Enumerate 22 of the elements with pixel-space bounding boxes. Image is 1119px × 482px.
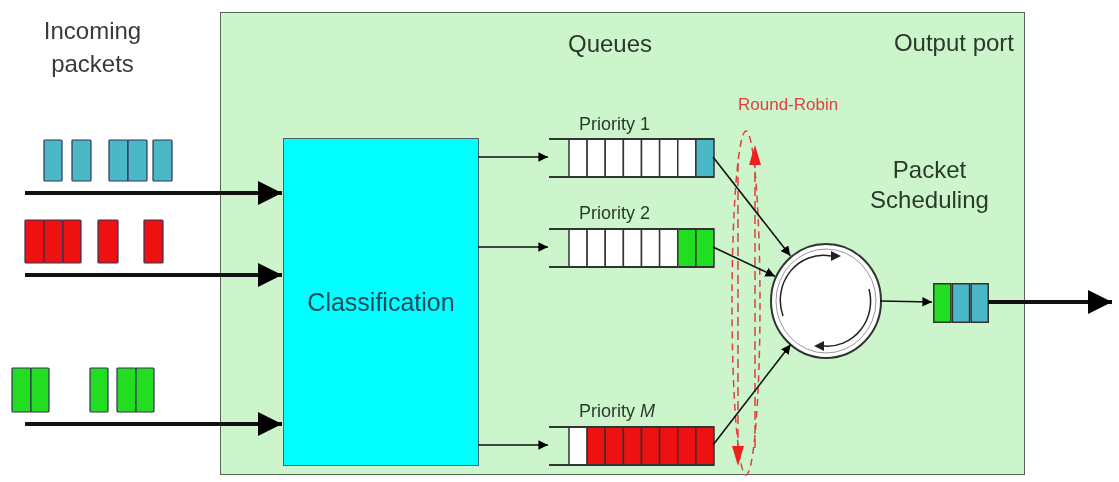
- arrow: [712, 246, 776, 278]
- queue-label: Priority 2: [579, 203, 650, 224]
- arrow: [25, 181, 282, 205]
- arrow: [712, 343, 792, 446]
- queue-label: Priority M: [579, 401, 655, 422]
- arrow: [988, 290, 1112, 314]
- arrow: [477, 242, 549, 252]
- process-box: Classification: [283, 138, 479, 466]
- heading-label: Incoming packets: [42, 16, 143, 79]
- queue-label: Priority 1: [579, 114, 650, 135]
- annotation-label: Round-Robin: [738, 95, 840, 115]
- arrow: [712, 156, 792, 257]
- arrow: [879, 297, 933, 307]
- heading-label: Queues: [566, 30, 654, 58]
- output-port-panel: [220, 12, 1025, 475]
- panel-title: Output port: [893, 29, 1014, 57]
- arrow: [477, 152, 549, 162]
- node-label: Packet Scheduling: [869, 155, 990, 215]
- arrow: [25, 263, 282, 287]
- arrow: [25, 412, 282, 436]
- packet-queue-drawing: [933, 283, 989, 323]
- arrow: [477, 440, 549, 450]
